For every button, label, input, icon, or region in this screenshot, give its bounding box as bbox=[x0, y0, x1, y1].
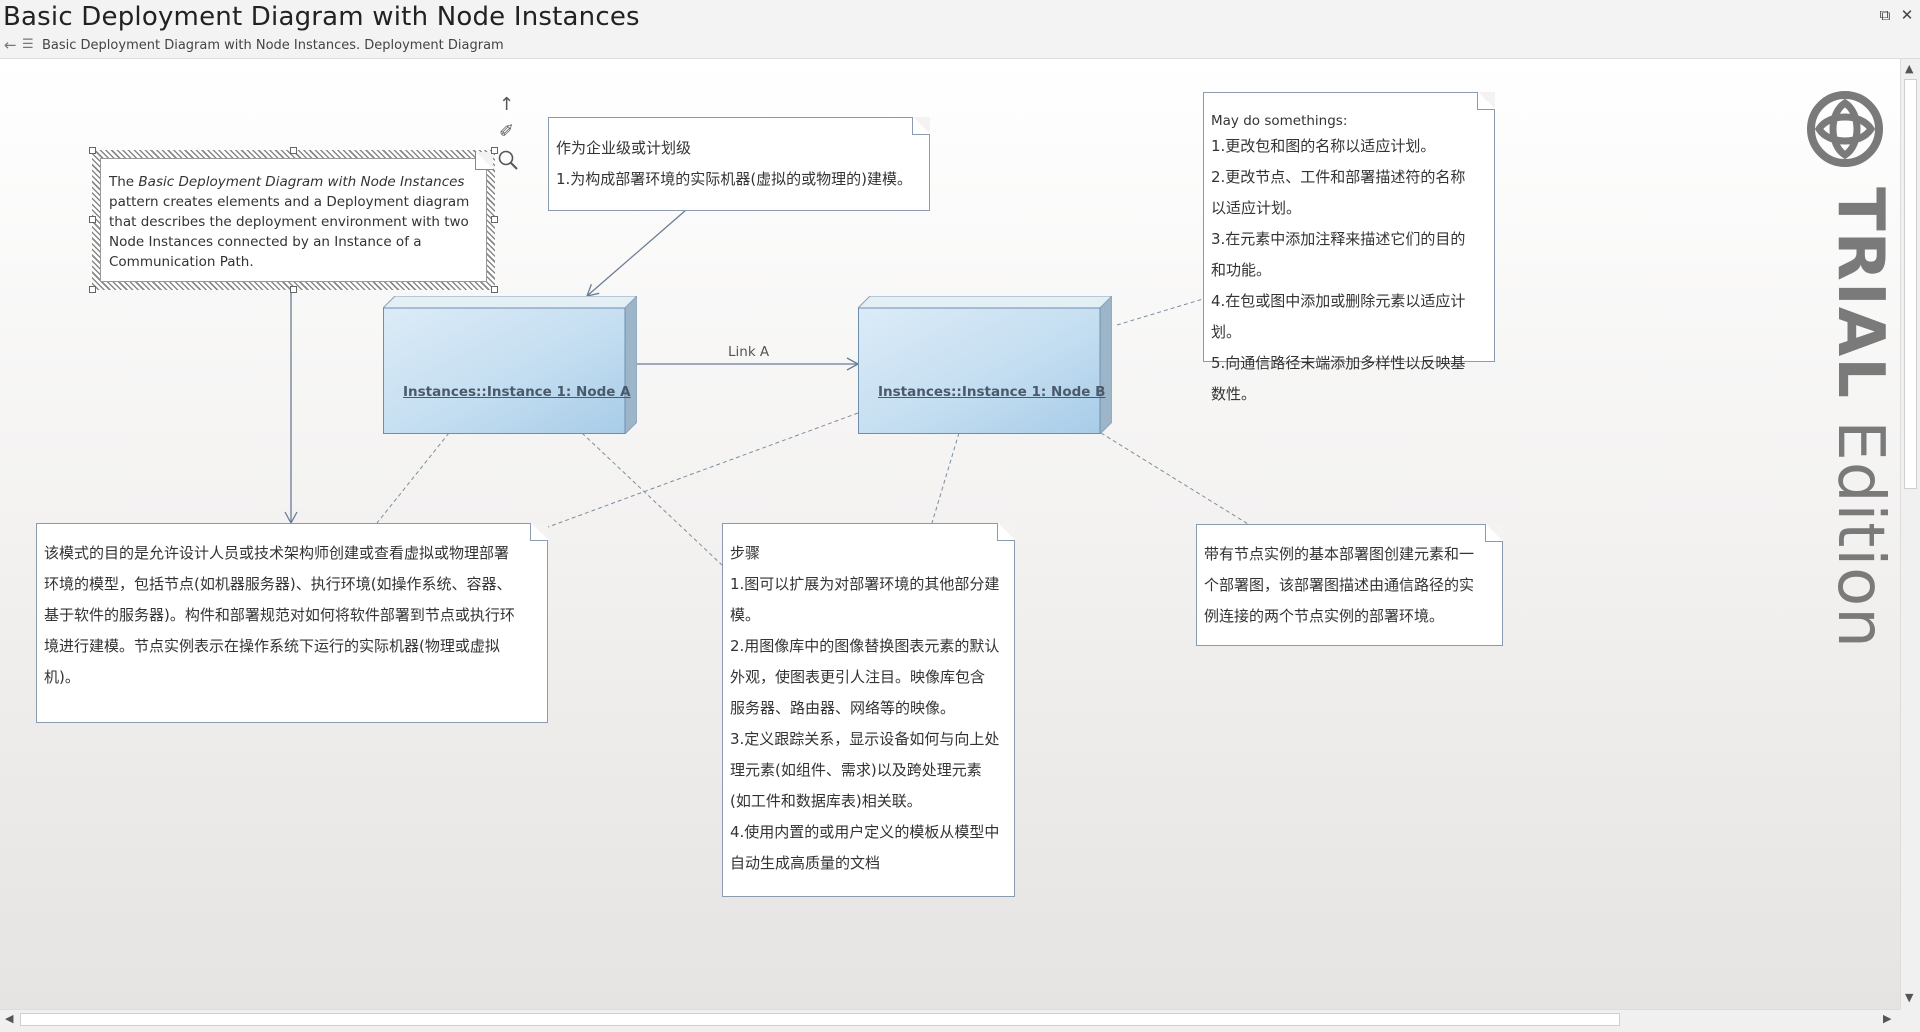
note-line: 环境的模型，包括节点(如机器服务器)、执行环境(如操作系统、容器、 bbox=[44, 575, 512, 593]
node-a-label: Instances::Instance 1: Node A bbox=[403, 384, 631, 400]
horizontal-scroll-thumb[interactable] bbox=[20, 1013, 1620, 1026]
note-line: 2.用图像库中的图像替换图表元素的默认 bbox=[730, 637, 1000, 655]
dash-node-b-center-note bbox=[931, 432, 960, 524]
note-line: 1.更改包和图的名称以适应计划。 bbox=[1211, 137, 1436, 155]
status-strip bbox=[0, 1029, 1920, 1032]
watermark-trial: TRIAL bbox=[1823, 187, 1897, 400]
note-line: May do somethings: bbox=[1211, 113, 1348, 129]
resize-handle-r[interactable] bbox=[491, 216, 498, 223]
connector-top-note-to-node-a bbox=[585, 209, 687, 297]
note-line: 作为企业级或计划级 bbox=[556, 139, 692, 157]
note-steps[interactable]: 步骤 1.图可以扩展为对部署环境的其他部分建 模。 2.用图像库中的图像替换图表… bbox=[722, 523, 1015, 897]
note-line: 境进行建模。节点实例表示在操作系统下运行的实际机器(物理或虚拟 bbox=[44, 637, 500, 655]
node-instance-b[interactable]: Instances::Instance 1: Node B bbox=[858, 296, 1112, 434]
trial-watermark: TRIAL Edition bbox=[1805, 89, 1897, 649]
note-line: 外观，使图表更引人注目。映像库包含 bbox=[730, 668, 986, 686]
note-fold bbox=[997, 523, 1015, 541]
magnifier-icon[interactable] bbox=[497, 149, 519, 176]
back-arrow-icon[interactable]: ← bbox=[4, 36, 17, 54]
restore-icon[interactable]: ⧉ bbox=[1879, 6, 1891, 24]
breadcrumb-path[interactable]: Basic Deployment Diagram with Node Insta… bbox=[42, 38, 504, 53]
paint-icon[interactable]: ✐ bbox=[499, 121, 515, 142]
note-fold bbox=[1477, 92, 1495, 110]
note-line: 和功能。 bbox=[1211, 261, 1272, 279]
note-line: 以适应计划。 bbox=[1211, 199, 1302, 217]
diagram-connectors bbox=[284, 209, 1249, 566]
diagram-canvas[interactable]: The Basic Deployment Diagram with Node I… bbox=[0, 59, 1900, 1009]
up-arrow-icon[interactable]: ↑ bbox=[499, 94, 515, 115]
edition-logo-icon bbox=[1807, 91, 1883, 167]
note-line: 带有节点实例的基本部署图创建元素和一 bbox=[1204, 545, 1475, 563]
resize-handle-br[interactable] bbox=[491, 286, 498, 293]
close-icon[interactable]: ✕ bbox=[1900, 6, 1914, 24]
note-line: 理元素(如组件、需求)以及跨处理元素 bbox=[730, 761, 982, 779]
note-line: 模。 bbox=[730, 606, 761, 624]
scroll-down-icon[interactable]: ▼ bbox=[1905, 991, 1914, 1004]
breadcrumb: ← ☰ Basic Deployment Diagram with Node I… bbox=[0, 34, 1920, 59]
resize-handle-l[interactable] bbox=[89, 216, 96, 223]
scroll-left-icon[interactable]: ◀ bbox=[5, 1012, 14, 1025]
note-line: 5.向通信路径末端添加多样性以反映基 bbox=[1211, 354, 1466, 372]
note-line: 3.在元素中添加注释来描述它们的目的 bbox=[1211, 230, 1466, 248]
node-instance-a[interactable]: Instances::Instance 1: Node A bbox=[383, 296, 637, 434]
link-a-label[interactable]: Link A bbox=[728, 344, 770, 360]
resize-handle-tl[interactable] bbox=[89, 147, 96, 154]
note-line: 1.为构成部署环境的实际机器(虚拟的或物理的)建模。 bbox=[556, 170, 913, 188]
note-line: 个部署图，该部署图描述由通信路径的实 bbox=[1204, 576, 1475, 594]
note-line: 4.使用内置的或用户定义的模板从模型中 bbox=[730, 823, 1000, 841]
note-line: 该模式的目的是允许设计人员或技术架构师创建或查看虚拟或物理部署 bbox=[44, 544, 510, 562]
resize-handle-tr[interactable] bbox=[491, 147, 498, 154]
note-fold bbox=[1485, 524, 1503, 542]
resize-handle-t[interactable] bbox=[290, 147, 297, 154]
note-line: 3.定义跟踪关系，显示设备如何与向上处 bbox=[730, 730, 1000, 748]
note-line: 划。 bbox=[1211, 323, 1242, 341]
vertical-scrollbar[interactable]: ▲ ▼ bbox=[1900, 59, 1920, 1009]
note-line: 机)。 bbox=[44, 668, 80, 686]
selected-pattern-note[interactable]: The Basic Deployment Diagram with Node I… bbox=[89, 147, 498, 293]
resize-handle-b[interactable] bbox=[290, 286, 297, 293]
note-line: 4.在包或图中添加或删除元素以适应计 bbox=[1211, 292, 1466, 310]
note-line: 数性。 bbox=[1211, 385, 1257, 403]
dash-node-b-top-right-note bbox=[1116, 298, 1204, 326]
scroll-right-icon[interactable]: ▶ bbox=[1883, 1012, 1892, 1025]
title-bar: Basic Deployment Diagram with Node Insta… bbox=[0, 0, 1920, 34]
scroll-corner bbox=[1900, 1009, 1920, 1032]
note-line: 例连接的两个节点实例的部署环境。 bbox=[1204, 607, 1445, 625]
dash-node-a-left-note bbox=[376, 432, 450, 524]
vertical-scroll-thumb[interactable] bbox=[1904, 79, 1917, 489]
dash-node-b-left-note bbox=[547, 412, 859, 528]
horizontal-scrollbar[interactable]: ◀ ▶ bbox=[0, 1009, 1900, 1029]
note-enterprise-level[interactable]: 作为企业级或计划级 1.为构成部署环境的实际机器(虚拟的或物理的)建模。 bbox=[548, 117, 930, 211]
diagram-icon: ☰ bbox=[22, 37, 34, 52]
watermark-edition: Edition bbox=[1823, 399, 1897, 649]
node-b-label: Instances::Instance 1: Node B bbox=[878, 384, 1106, 400]
pattern-note-text: The Basic Deployment Diagram with Node I… bbox=[109, 174, 470, 270]
note-description[interactable]: 带有节点实例的基本部署图创建元素和一 个部署图，该部署图描述由通信路径的实 例连… bbox=[1196, 524, 1503, 646]
note-fold bbox=[475, 152, 493, 170]
window-title: Basic Deployment Diagram with Node Insta… bbox=[3, 2, 640, 32]
note-line: 基于软件的服务器)。构件和部署规范对如何将软件部署到节点或执行环 bbox=[44, 606, 515, 624]
note-line: (如工件和数据库表)相关联。 bbox=[730, 792, 922, 810]
note-line: 服务器、路由器、网络等的映像。 bbox=[730, 699, 956, 717]
dash-node-a-center-note bbox=[581, 432, 723, 566]
note-fold bbox=[530, 523, 548, 541]
note-line: 步骤 bbox=[730, 544, 761, 562]
note-fold bbox=[912, 117, 930, 135]
scroll-up-icon[interactable]: ▲ bbox=[1905, 62, 1914, 75]
resize-handle-bl[interactable] bbox=[89, 286, 96, 293]
note-line: 自动生成高质量的文档 bbox=[730, 854, 881, 872]
note-may-do-somethings[interactable]: May do somethings: 1.更改包和图的名称以适应计划。 2.更改… bbox=[1203, 92, 1495, 403]
note-pattern-purpose[interactable]: 该模式的目的是允许设计人员或技术架构师创建或查看虚拟或物理部署 环境的模型，包括… bbox=[36, 523, 548, 723]
dash-node-b-right-note bbox=[1100, 432, 1249, 525]
note-line: 1.图可以扩展为对部署环境的其他部分建 bbox=[730, 575, 1000, 593]
note-line: 2.更改节点、工件和部署描述符的名称 bbox=[1211, 168, 1466, 186]
